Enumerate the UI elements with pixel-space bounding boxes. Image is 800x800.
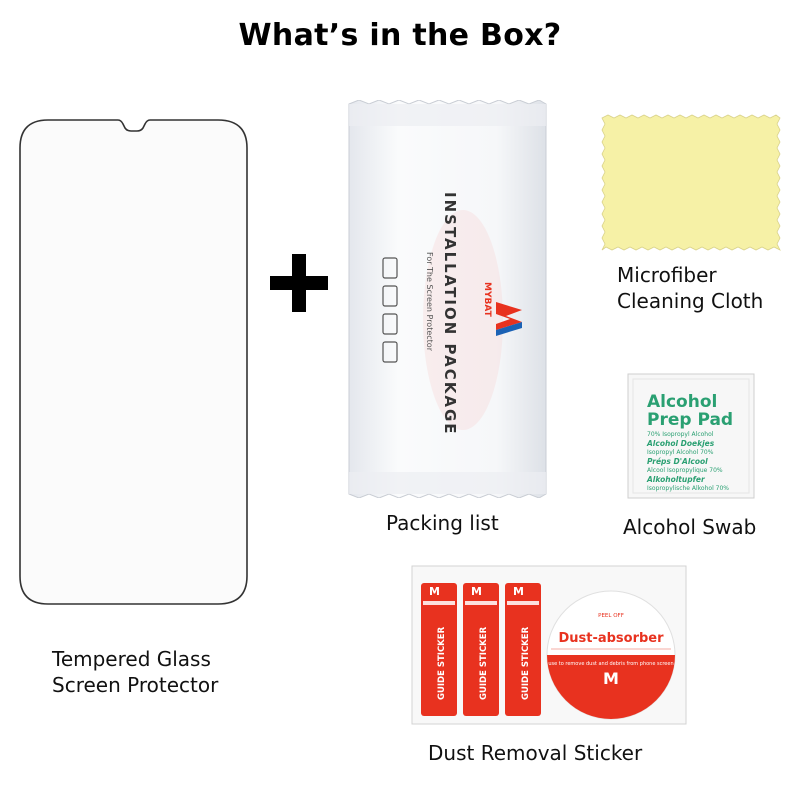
pad-line: Alkoholtupfer xyxy=(646,475,706,484)
sticker-logo-icon: M xyxy=(603,669,619,688)
package-subtitle: For The Screen Protector xyxy=(425,252,434,352)
dust-absorber-label: Dust-absorber xyxy=(558,631,664,646)
tempered-glass-image xyxy=(19,119,248,605)
pad-title-line1: Alcohol xyxy=(647,392,717,412)
svg-text:M: M xyxy=(471,585,482,598)
package-title: INSTALLATION PACKAGE xyxy=(441,192,459,436)
svg-text:M: M xyxy=(429,585,440,598)
alcohol-prep-pad-image: Alcohol Prep Pad 70% Isopropyl Alcohol A… xyxy=(627,373,755,499)
package-brand: MYBAT xyxy=(482,282,492,318)
packing-caption: Packing list xyxy=(386,511,499,535)
cloth-caption-line2: Cleaning Cloth xyxy=(617,289,764,313)
guide-sticker-label: GUIDE STICKER xyxy=(437,626,447,700)
microfiber-cloth-image xyxy=(601,114,781,251)
plus-icon xyxy=(270,254,328,312)
guide-sticker-label: GUIDE STICKER xyxy=(521,626,531,700)
pad-line: 70% Isopropyl Alcohol xyxy=(647,431,714,438)
dust-removal-sticker-image: M M M GUIDE STICKER GUIDE STICKER GUIDE … xyxy=(411,565,687,725)
glass-caption-line1: Tempered Glass xyxy=(52,647,211,671)
cloth-caption-line1: Microfiber xyxy=(617,263,717,287)
guide-sticker-label: GUIDE STICKER xyxy=(479,626,489,700)
pad-line: Alcohol Doekjes xyxy=(646,439,715,448)
pad-title-line2: Prep Pad xyxy=(647,410,733,430)
pad-line: Préps D'Alcool xyxy=(647,457,708,466)
installation-package-image: MYBAT INSTALLATION PACKAGE For The Scree… xyxy=(348,100,547,498)
pad-line: Isopropyl Alcohol 70% xyxy=(647,449,714,456)
sticker-arc-text: use to remove dust and debris from phone… xyxy=(548,661,673,667)
peel-off-label: PEEL OFF xyxy=(598,613,624,619)
pad-line: Isopropylische Alkohol 70% xyxy=(647,485,729,492)
pad-line: Alcool Isopropylique 70% xyxy=(647,467,723,474)
swab-caption: Alcohol Swab xyxy=(623,515,757,539)
sticker-caption: Dust Removal Sticker xyxy=(428,741,643,765)
glass-caption-line2: Screen Protector xyxy=(52,673,219,697)
page-title: What’s in the Box? xyxy=(238,18,562,53)
svg-text:M: M xyxy=(513,585,524,598)
